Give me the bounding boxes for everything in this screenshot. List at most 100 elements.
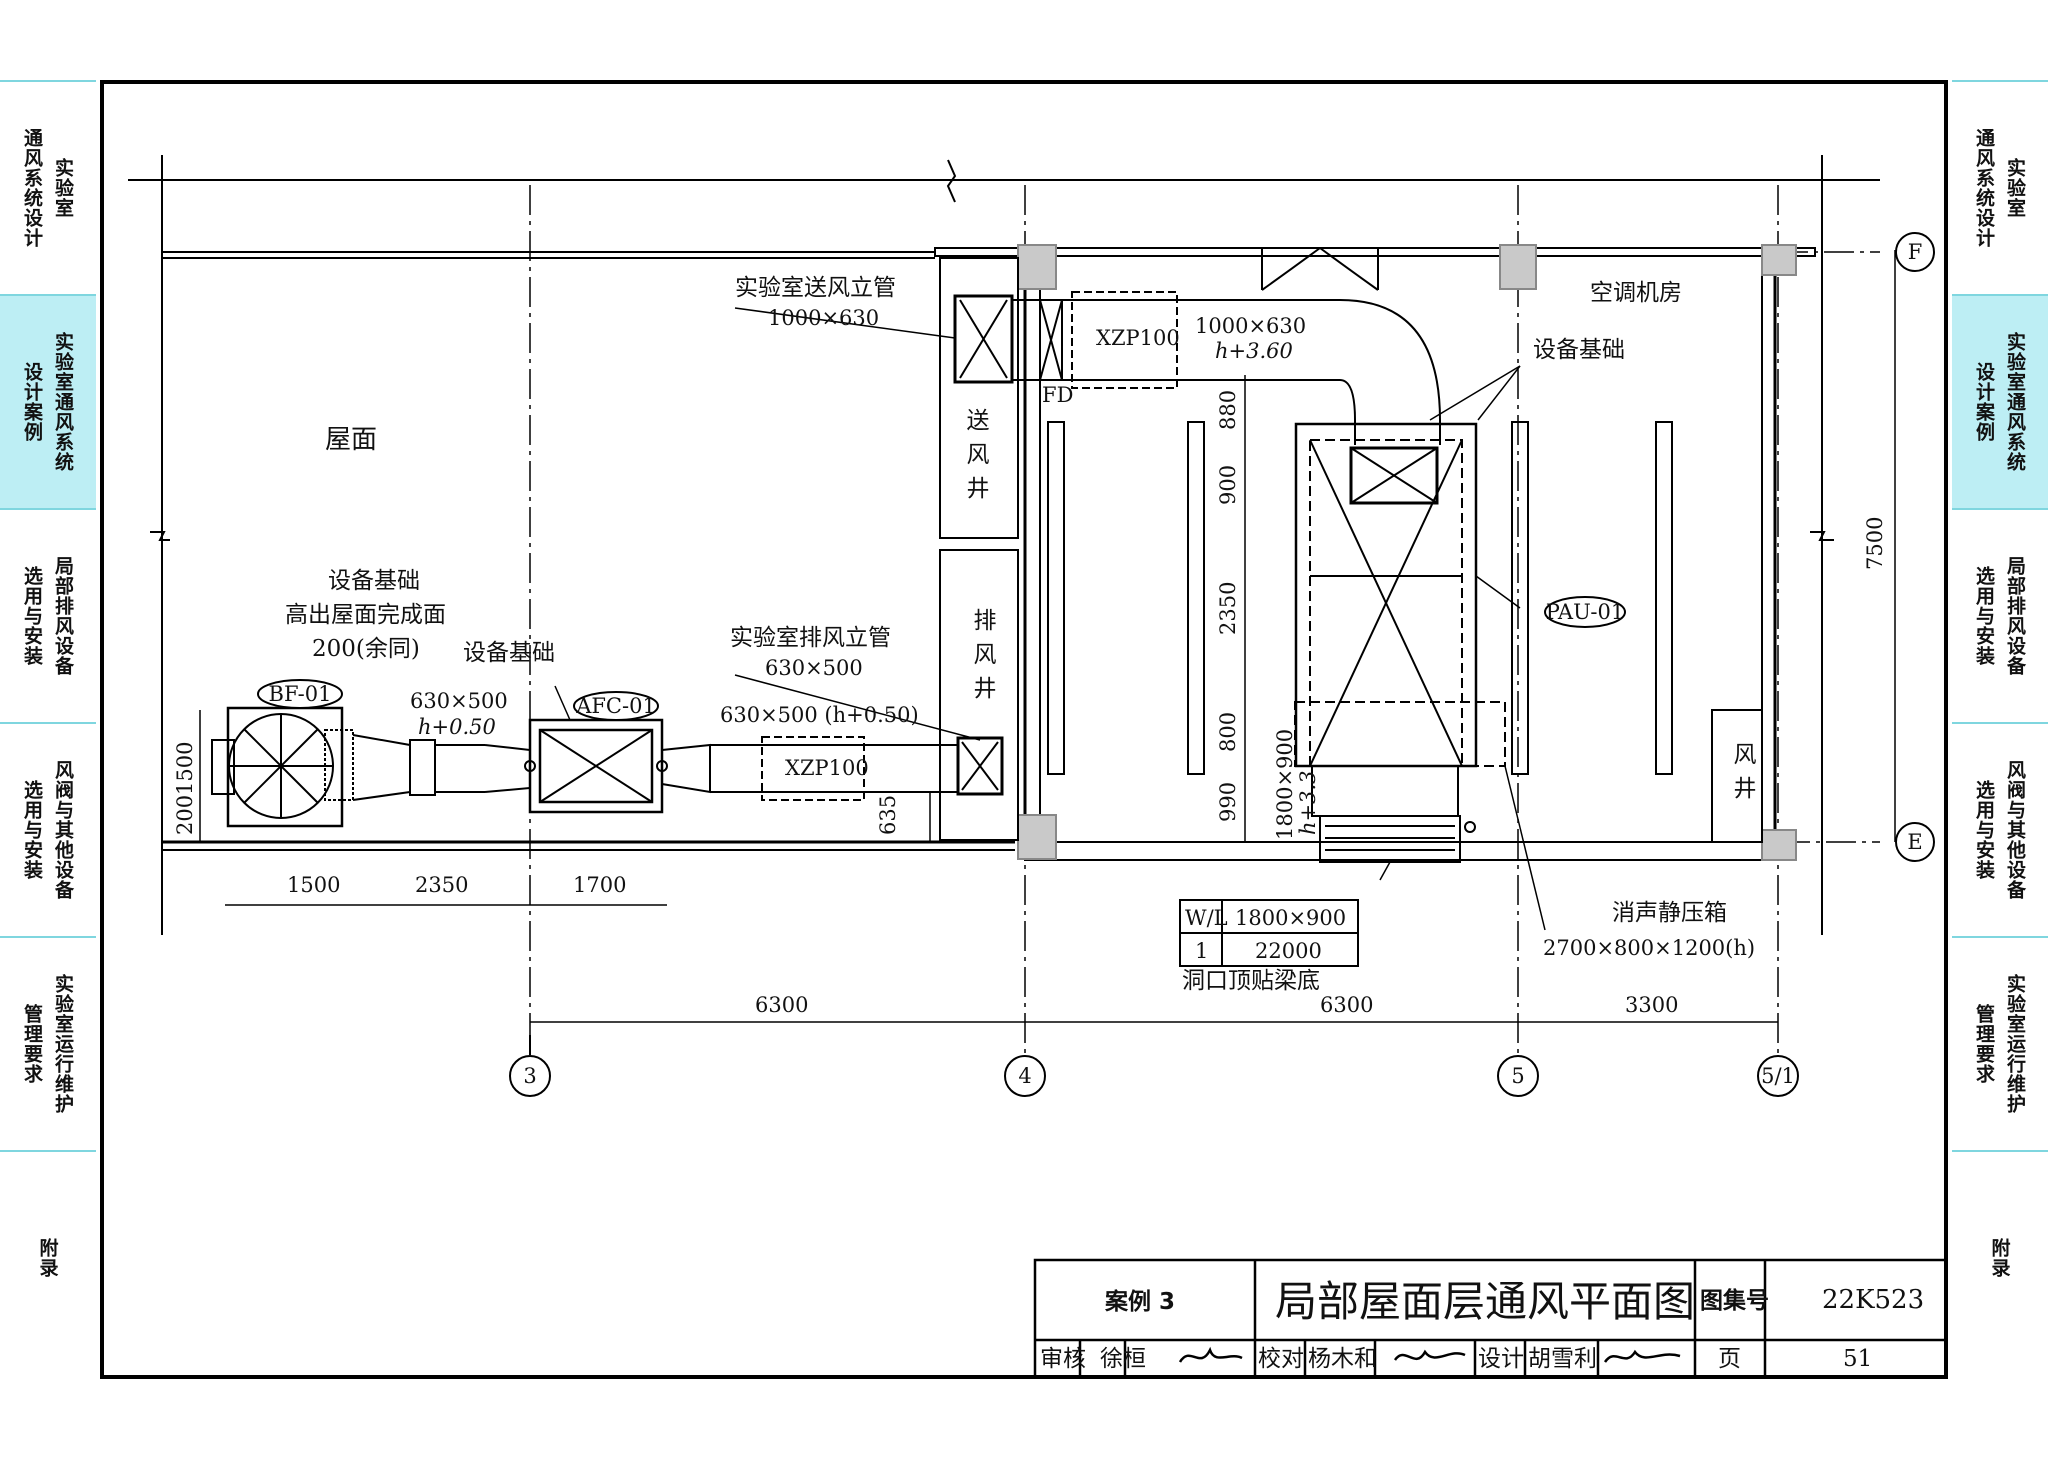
- dim-6300-b: 6300: [1320, 993, 1373, 1017]
- equip-base-label-2: 设备基础: [463, 640, 555, 666]
- dim-6300-a: 6300: [755, 993, 808, 1017]
- base-note-line-2: 200(余同): [312, 636, 420, 662]
- side-tab-2[interactable]: 设计案例实验室通风系统: [0, 294, 96, 508]
- side-tab-text: 附录: [36, 1238, 59, 1278]
- duct-top-size: 1000×630: [1195, 314, 1306, 338]
- side-tab-text: 风阀与其他设备: [52, 760, 74, 900]
- side-nav-right: 通风系统设计实验室设计案例实验室通风系统选用与安装局部排风设备选用与安装风阀与其…: [1952, 80, 2048, 1364]
- side-tab-1[interactable]: 通风系统设计实验室: [1952, 80, 2048, 294]
- side-tab-4[interactable]: 选用与安装风阀与其他设备: [1952, 722, 2048, 936]
- reviewer-name: 徐桓: [1100, 1346, 1146, 1372]
- exhaust-shaft-char-2: 风: [974, 642, 997, 668]
- side-tab-text: 通风系统设计: [1973, 128, 1995, 248]
- side-tab-text: 实验室: [2004, 158, 2026, 218]
- side-tab-text: 选用与安装: [21, 566, 43, 666]
- duct-right-size: 630×500 (h+0.50): [720, 703, 919, 727]
- side-tab-1[interactable]: 通风系统设计实验室: [0, 80, 96, 294]
- wl-table: [1179, 899, 1359, 967]
- shaft-char-2: 井: [1734, 776, 1757, 802]
- supply-riser-size: 1000×630: [768, 306, 879, 330]
- designer-name: 胡雪利: [1528, 1346, 1597, 1372]
- shaft-char-1: 风: [1734, 742, 1757, 768]
- dim-3300: 3300: [1625, 993, 1678, 1017]
- dim-2350-v: 2350: [1216, 582, 1240, 635]
- sheet-frame: [100, 80, 1948, 1379]
- opening-note: 洞口顶贴梁底: [1182, 968, 1320, 994]
- wl-r1c2: 1800×900: [1235, 906, 1346, 930]
- side-tab-text: 设计案例: [1973, 362, 1995, 442]
- side-tab-3[interactable]: 选用与安装局部排风设备: [0, 508, 96, 722]
- dim-880: 880: [1216, 390, 1240, 430]
- axis-e: E: [1907, 830, 1922, 854]
- tag-bf: BF-01: [269, 682, 332, 706]
- atlas-number: 22K523: [1822, 1285, 1924, 1315]
- axis-f: F: [1908, 240, 1923, 264]
- side-tab-text: 风阀与其他设备: [2004, 760, 2026, 900]
- base-note-line-1: 高出屋面完成面: [285, 602, 446, 628]
- exhaust-shaft-char-1: 排: [974, 608, 997, 634]
- axis-3: 3: [523, 1064, 536, 1088]
- page-label: 页: [1718, 1346, 1741, 1372]
- exhaust-shaft-char-3: 井: [974, 676, 997, 702]
- page-number: 51: [1843, 1346, 1872, 1372]
- side-tab-4[interactable]: 选用与安装风阀与其他设备: [0, 722, 96, 936]
- side-tab-text: 实验室通风系统: [2004, 332, 2026, 472]
- silencer-top-label: XZP100: [1096, 326, 1180, 350]
- supply-riser-label: 实验室送风立管: [735, 275, 896, 301]
- side-nav-left: 通风系统设计实验室设计案例实验室通风系统选用与安装局部排风设备选用与安装风阀与其…: [0, 80, 96, 1364]
- axis-4: 4: [1018, 1064, 1031, 1088]
- side-tab-3[interactable]: 选用与安装局部排风设备: [1952, 508, 2048, 722]
- side-tab-text: 管理要求: [21, 1004, 43, 1084]
- side-tab-5[interactable]: 管理要求实验室运行维护: [0, 936, 96, 1150]
- side-tab-text: 附录: [1988, 1238, 2011, 1278]
- side-tab-text: 局部排风设备: [52, 556, 74, 676]
- supply-shaft-char-1: 送: [967, 408, 990, 434]
- exhaust-riser-label: 实验室排风立管: [730, 625, 891, 651]
- tag-pau: PAU-01: [1546, 600, 1625, 624]
- side-tab-text: 选用与安装: [1973, 566, 1995, 666]
- dim-1700: 1700: [573, 873, 626, 897]
- side-tab-text: 实验室通风系统: [52, 332, 74, 472]
- louver-size: 1800×900: [1273, 729, 1297, 840]
- title-block: [1033, 1258, 1948, 1379]
- exhaust-riser-size: 630×500: [765, 656, 863, 680]
- side-tab-text: 选用与安装: [21, 780, 43, 880]
- case-label: 案例 3: [1104, 1288, 1175, 1315]
- atlas-label: 图集号: [1700, 1287, 1769, 1314]
- tag-afc: AFC-01: [575, 694, 656, 718]
- dim-900: 900: [1216, 465, 1240, 505]
- side-tab-6[interactable]: 附录: [1952, 1150, 2048, 1364]
- side-tab-text: 实验室运行维护: [2004, 974, 2026, 1114]
- axis-bubbles: [509, 232, 1935, 1097]
- side-tab-2[interactable]: 设计案例实验室通风系统: [1952, 294, 2048, 508]
- plenum-label: 消声静压箱: [1612, 900, 1727, 926]
- wl-r2c2: 22000: [1255, 939, 1322, 963]
- roof-label: 屋面: [325, 425, 377, 455]
- dim-7500: 7500: [1863, 517, 1887, 570]
- plenum-size: 2700×800×1200(h): [1543, 936, 1755, 960]
- tag-ellipses: [257, 596, 1626, 721]
- dim-2350: 2350: [415, 873, 468, 897]
- fd-label: FD: [1042, 383, 1073, 407]
- axis-5: 5: [1511, 1064, 1524, 1088]
- duct-left-elev: h+0.50: [418, 715, 496, 739]
- equip-base-label-1: 设备基础: [328, 568, 420, 594]
- check-label: 校对: [1258, 1346, 1304, 1372]
- drawing-title: 局部屋面层通风平面图: [1275, 1277, 1695, 1326]
- side-tab-6[interactable]: 附录: [0, 1150, 96, 1364]
- side-tab-text: 选用与安装: [1973, 780, 1995, 880]
- wl-r2c1: 1: [1195, 939, 1208, 963]
- wl-r1c1: W/L: [1185, 906, 1228, 930]
- side-tab-5[interactable]: 管理要求实验室运行维护: [1952, 936, 2048, 1150]
- duct-top-elev: h+3.60: [1215, 339, 1293, 363]
- silencer-bottom-label: XZP100: [785, 756, 869, 780]
- side-tab-text: 设计案例: [21, 362, 43, 442]
- side-tab-text: 实验室: [52, 158, 74, 218]
- dim-1500: 1500: [287, 873, 340, 897]
- checker-name: 杨木和: [1308, 1346, 1377, 1372]
- dim-990: 990: [1216, 782, 1240, 822]
- dim-1500-v: 1500: [173, 742, 197, 795]
- louver-elev: h+3.3: [1296, 770, 1320, 835]
- supply-shaft-char-2: 风: [967, 442, 990, 468]
